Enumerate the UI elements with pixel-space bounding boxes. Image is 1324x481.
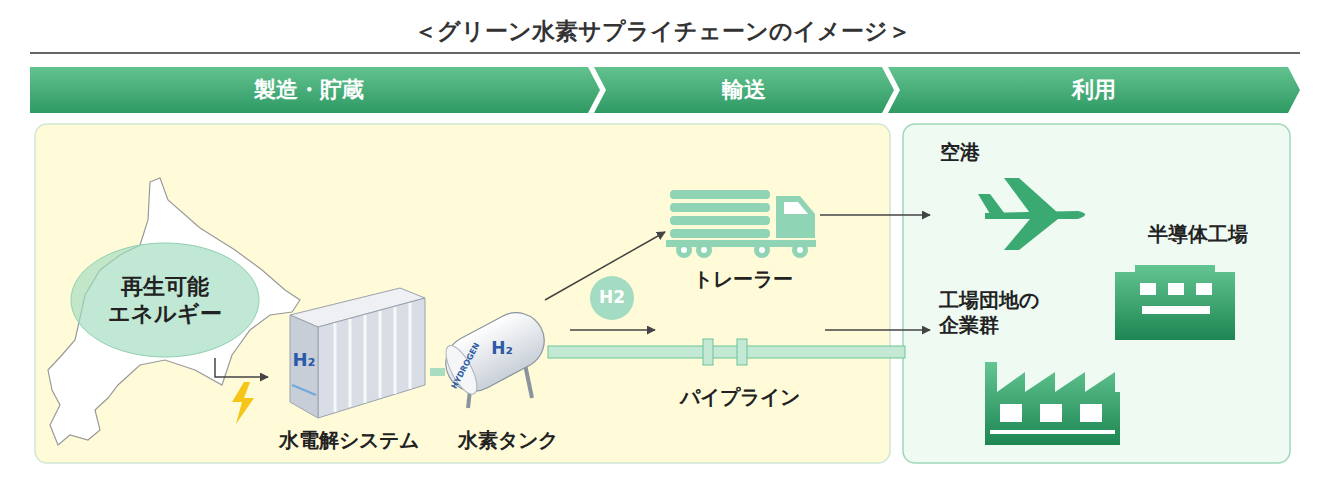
semiconductor-factory-part — [1142, 306, 1210, 314]
factory-part — [985, 362, 1120, 445]
lightning-symbol — [232, 382, 254, 424]
trailer-truck-part — [670, 203, 770, 212]
node-label: 水電解システム — [279, 428, 419, 453]
electrolyzer-part-part — [334, 323, 337, 412]
trailer-truck-part — [701, 247, 707, 253]
illustration-label: H₂ — [491, 340, 513, 357]
ellipse-outline — [70, 242, 260, 358]
node-label: H2 — [599, 287, 625, 308]
node-label: 輸送 — [722, 76, 766, 104]
stage-band: 製造・貯蔵 — [30, 67, 600, 113]
trailer-truck-part — [759, 247, 765, 253]
factory-part — [1040, 404, 1062, 422]
semiconductor-factory-part — [1196, 283, 1212, 295]
stage-band: 輸送 — [594, 67, 894, 113]
arrow-connector — [570, 329, 655, 331]
node-label: 製造・貯蔵 — [254, 76, 364, 104]
panel — [35, 124, 1290, 463]
electrolyzer-part — [292, 385, 316, 395]
electrolyzer-part-part — [349, 319, 352, 407]
electrolyzer-part-part — [409, 303, 412, 389]
trailer-truck-part — [670, 229, 770, 238]
trailer-truck-part — [797, 247, 803, 253]
trailer-truck — [666, 190, 816, 258]
electrolyzer-part — [318, 298, 425, 418]
semiconductor-factory-part — [1115, 265, 1235, 340]
node-label: 水素タンク — [458, 428, 558, 453]
equipment-node: 水電解システム — [268, 288, 430, 453]
node-label: トレーラー — [693, 267, 793, 292]
panel-part — [35, 124, 890, 463]
node-label: 利用 — [1072, 76, 1116, 104]
hokkaido-map-part — [48, 178, 300, 445]
hydrogen-tank-part — [436, 303, 554, 401]
pipe-part — [737, 339, 747, 365]
arrow-connector — [820, 214, 930, 216]
airplane — [978, 178, 1085, 250]
node-label: パイプライン — [680, 385, 800, 410]
trailer-truck-part — [670, 190, 770, 199]
trailer-truck-part — [696, 242, 712, 258]
arrow-connector — [825, 329, 930, 331]
trailer-truck-part — [676, 242, 692, 258]
diagram-title: ＜グリーン水素サプライチェーンのイメージ＞ — [414, 16, 911, 47]
trailer-truck-part — [792, 242, 808, 258]
illustration-label: HYDROGEN — [451, 342, 482, 391]
semiconductor-factory — [1115, 265, 1235, 340]
hydrogen-tank-part-part — [440, 341, 483, 398]
node-label: 工場団地の 企業群 — [939, 288, 1039, 338]
electrolyzer-part-part — [394, 307, 397, 394]
semiconductor-factory-part — [1168, 283, 1184, 295]
node-label: 半導体工場 — [1148, 222, 1248, 247]
electrolyzer-part-part — [379, 311, 382, 398]
factory — [985, 362, 1120, 445]
user-node: 半導体工場 — [1110, 222, 1285, 347]
illustration-label: H₂ — [293, 351, 316, 369]
panel-part — [903, 124, 1290, 463]
lightning-symbol-part — [232, 382, 254, 424]
hydrogen-tank-part-part — [436, 303, 554, 401]
pipe-part — [548, 346, 905, 358]
title-rule-part — [30, 52, 1300, 54]
trailer-truck-part — [681, 247, 687, 253]
arrow-connector — [215, 358, 268, 377]
user-node: 空港 — [930, 140, 1095, 250]
node-label: 空港 — [940, 140, 980, 165]
node-label: 再生可能 エネルギー — [108, 273, 222, 328]
h2-circle: H2 — [590, 276, 634, 320]
factory-part — [1080, 404, 1102, 422]
trailer-truck-part — [784, 202, 808, 214]
pipe-connector — [430, 368, 445, 376]
electrolyzer — [290, 288, 425, 418]
transport-node: トレーラー — [665, 180, 820, 292]
pipe — [548, 339, 905, 365]
factory-part — [990, 430, 1115, 434]
transport-node: パイプライン — [655, 320, 825, 410]
energy-ellipse: 再生可能 エネルギー — [70, 242, 260, 358]
ellipse-shape — [71, 243, 259, 357]
hydrogen-tank — [436, 303, 554, 408]
factory-part — [1000, 404, 1022, 422]
electrolyzer-part — [335, 303, 410, 412]
stage-band: 利用 — [888, 67, 1300, 113]
pipe-part — [703, 339, 713, 365]
trailer-truck-part — [670, 216, 770, 225]
title-rule — [30, 53, 1300, 54]
airplane-part — [1004, 219, 1058, 250]
trailer-truck-part — [754, 242, 770, 258]
airplane-part — [978, 194, 1005, 214]
user-node: 工場団地の 企業群 — [930, 288, 1130, 448]
electrolyzer-part — [290, 315, 318, 418]
trailer-truck-part — [776, 196, 815, 238]
hokkaido-map — [48, 178, 300, 445]
semiconductor-factory-part — [1140, 283, 1156, 295]
electrolyzer-part-part — [364, 315, 367, 403]
airplane-part — [1004, 178, 1058, 213]
